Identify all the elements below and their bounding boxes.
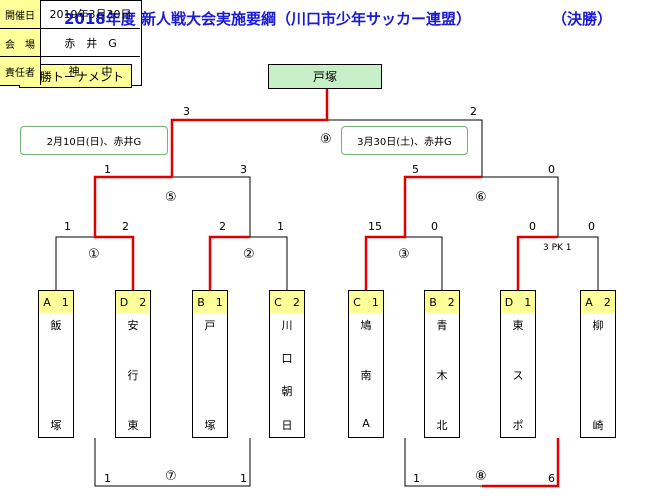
score: 1: [104, 163, 111, 176]
date-note-left: 2月10日(日)、赤井G: [20, 126, 168, 155]
score: 0: [529, 220, 536, 233]
team-name-char: 塚: [50, 419, 62, 432]
bracket-line: [558, 236, 599, 290]
team-seed: A 1: [39, 291, 73, 313]
team-name-char: 鳩: [360, 319, 372, 332]
bracket-line: [482, 176, 559, 237]
score: 5: [412, 163, 419, 176]
pk-score: 3 PK 1: [543, 243, 572, 253]
info-table: 開催日 2019年3月30日 会 場 赤 井 G 責任者 神 中: [0, 0, 142, 86]
date-note-right: 3月30日(土)、赤井G: [341, 126, 468, 155]
team-card: D 1 東 ス ポ: [500, 290, 536, 438]
team-name-char: 木: [436, 369, 448, 382]
match-number: ⑥: [475, 190, 487, 205]
stage-label: （決勝）: [552, 10, 613, 28]
team-seed: C 2: [270, 291, 304, 313]
team-name-char: 青: [436, 319, 448, 332]
team-card: B 1 戸 塚: [192, 290, 228, 438]
match-number: ⑤: [165, 190, 177, 205]
champion-box: 戸塚: [268, 64, 382, 89]
winner-line: [482, 438, 560, 488]
match-number: ⑧: [475, 469, 487, 484]
match-number: ⑨: [320, 132, 332, 147]
team-name-char: 東: [512, 319, 524, 332]
team-card: D 2 安 行 東: [115, 290, 151, 438]
team-seed: C 1: [349, 291, 383, 313]
team-name-char: 朝: [281, 385, 293, 398]
score: 2: [219, 220, 226, 233]
match-number: ①: [88, 247, 100, 262]
winner-line: [170, 89, 329, 177]
team-name-char: 口: [281, 352, 293, 365]
score: 1: [240, 472, 247, 485]
score: 6: [548, 472, 555, 485]
team-name-char: 飯: [50, 319, 62, 332]
team-card: C 1 鳩 南 A: [348, 290, 384, 438]
info-value: 2019年3月30日: [49, 8, 132, 21]
team-seed: A 2: [581, 291, 615, 313]
bracket-line: [172, 176, 251, 237]
info-label: 責任者: [0, 57, 41, 85]
team-name-char: 柳: [592, 319, 604, 332]
winner-line: [208, 235, 250, 290]
winner-line: [516, 235, 558, 290]
team-name-char: 東: [127, 419, 139, 432]
team-seed: D 1: [501, 291, 535, 313]
score: 2: [122, 220, 129, 233]
info-row-date: 開催日 2019年3月30日: [0, 0, 140, 28]
info-row-official: 責任者 神 中: [0, 56, 140, 85]
team-card: B 2 青 木 北: [424, 290, 460, 438]
team-name-char: A: [362, 417, 370, 430]
score: 2: [470, 105, 477, 118]
info-value: 赤 井 G: [64, 37, 117, 50]
score: 15: [368, 220, 382, 233]
team-seed: B 1: [193, 291, 227, 313]
info-label: 開催日: [0, 0, 41, 28]
score: 3: [240, 163, 247, 176]
team-card: C 2 川 口 朝 日: [269, 290, 305, 438]
winner-line: [93, 175, 172, 290]
bracket-line: [55, 236, 95, 290]
team-seed: B 2: [425, 291, 459, 313]
match-number: ⑦: [165, 469, 177, 484]
team-name-char: 川: [281, 319, 293, 332]
score: 0: [548, 163, 555, 176]
bracket-line: [405, 236, 443, 290]
title-bar: 2018年度 新人戦大会実施要綱（川口市少年サッカー連盟） （決勝）: [0, 8, 659, 28]
bracket-line: [327, 119, 483, 177]
score: 1: [104, 472, 111, 485]
winner-line: [364, 175, 482, 290]
team-name-char: ス: [512, 369, 524, 382]
info-row-venue: 会 場 赤 井 G: [0, 28, 140, 57]
score: 1: [64, 220, 71, 233]
team-name-char: 南: [360, 369, 372, 382]
team-name-char: 戸: [204, 319, 216, 332]
info-value: 神 中: [68, 65, 113, 78]
bracket-line: [250, 236, 288, 290]
team-name-char: 北: [436, 419, 448, 432]
team-name-char: 安: [127, 319, 139, 332]
team-card: A 2 柳 崎: [580, 290, 616, 438]
bracket-line: [94, 438, 251, 487]
team-name-char: 塚: [204, 419, 216, 432]
match-number: ③: [398, 247, 410, 262]
team-name-char: ポ: [512, 419, 524, 432]
match-number: ②: [243, 247, 255, 262]
score: 3: [183, 105, 190, 118]
team-name-char: 崎: [592, 419, 604, 432]
team-name-char: 日: [281, 419, 293, 432]
team-card: A 1 飯 塚: [38, 290, 74, 438]
score: 0: [588, 220, 595, 233]
score: 1: [277, 220, 284, 233]
team-seed: D 2: [116, 291, 150, 313]
bracket-line: [404, 438, 482, 487]
info-label: 会 場: [0, 29, 41, 57]
score: 1: [413, 472, 420, 485]
team-name-char: 行: [127, 369, 139, 382]
page-title: 2018年度 新人戦大会実施要綱（川口市少年サッカー連盟）: [64, 10, 471, 28]
score: 0: [431, 220, 438, 233]
